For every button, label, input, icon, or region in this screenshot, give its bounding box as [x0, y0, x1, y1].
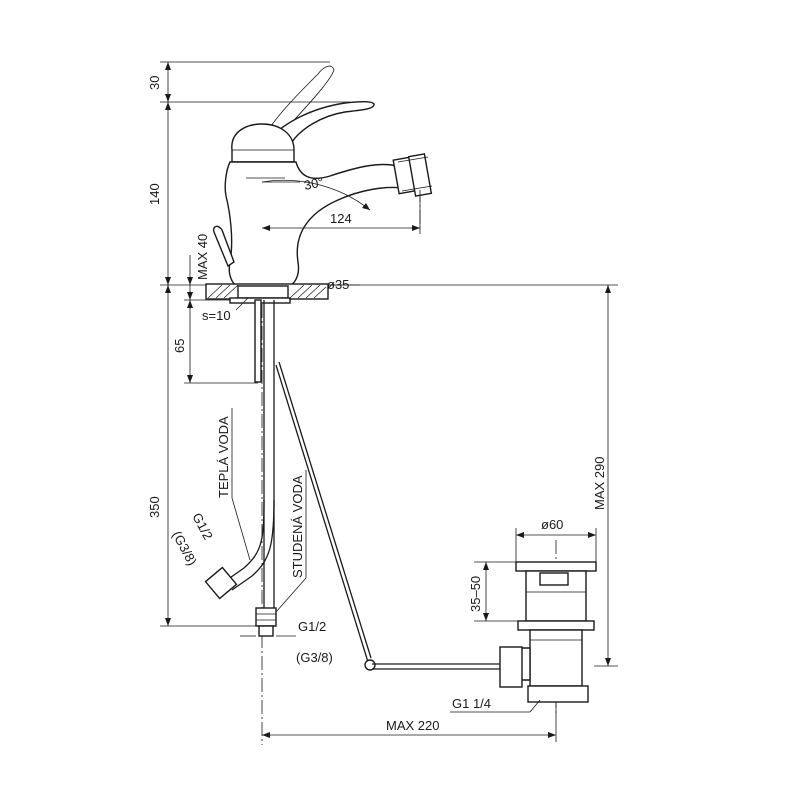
drain-assembly	[499, 561, 597, 703]
dim-max-drain-depth: MAX 290	[592, 457, 607, 510]
label-cold-water: STUDENÁ VODA	[290, 475, 305, 578]
label-cold-thread-alt: (G3/8)	[296, 650, 333, 665]
dim-thickness: s=10	[202, 308, 231, 323]
dim-max-drain-distance: MAX 220	[386, 718, 439, 733]
popup-lever	[212, 225, 235, 268]
label-hot-thread-alt: (G3/8)	[169, 528, 200, 568]
dim-angle: 30°	[303, 174, 325, 193]
label-hot-water: TEPLÁ VODA	[216, 416, 231, 498]
dim-body-height: 140	[147, 183, 162, 205]
dimension-texts: 30 140 30° 124 MAX 40 ø35 s=10 65 350 MA…	[147, 76, 607, 733]
dim-drain-range: 35–50	[468, 576, 483, 612]
supply-hoses	[204, 299, 277, 637]
dim-hose-length: 350	[147, 496, 162, 518]
popup-rod	[275, 361, 502, 671]
label-hot-thread-main: G1/2	[189, 510, 215, 542]
dim-threaded-rod: 65	[172, 339, 187, 353]
lever-handle	[266, 100, 375, 143]
faucet-body	[212, 65, 433, 287]
bidet-nozzle	[392, 153, 433, 197]
dimension-lines	[160, 61, 618, 742]
dim-hole-diameter: ø35	[327, 277, 349, 292]
dim-drain-diameter: ø60	[541, 517, 563, 532]
main-body	[224, 161, 403, 287]
label-drain-thread: G1 1/4	[452, 696, 491, 711]
dim-max-thickness: MAX 40	[195, 234, 210, 280]
dim-handle-height: 30	[147, 76, 162, 90]
countertop	[205, 283, 329, 304]
label-cold-thread-main: G1/2	[298, 619, 326, 634]
dim-spout-reach: 124	[330, 211, 352, 226]
